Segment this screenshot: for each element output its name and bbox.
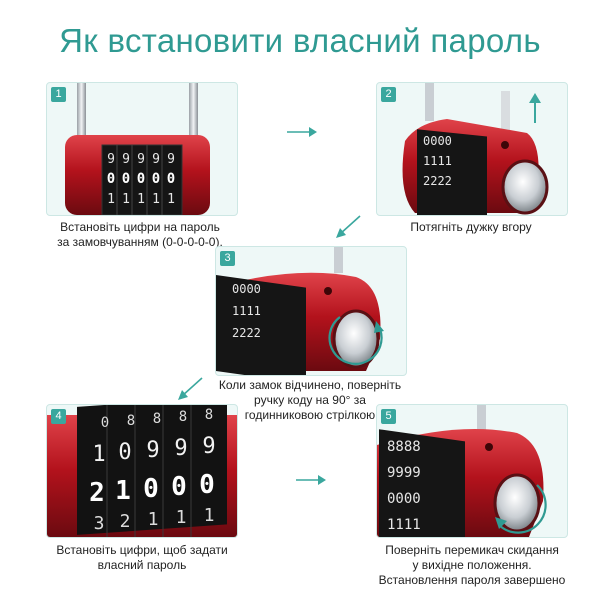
dial-row-middle: 0 0 0 0 0	[107, 171, 175, 187]
svg-text:2222: 2222	[232, 326, 261, 340]
svg-text:9: 9	[174, 436, 187, 461]
arrow-right-icon	[287, 127, 317, 137]
svg-text:9: 9	[167, 152, 175, 167]
svg-text:9999: 9999	[387, 465, 421, 481]
svg-text:2: 2	[120, 511, 131, 532]
svg-text:2: 2	[89, 478, 105, 508]
step-number-badge: 4	[51, 409, 66, 424]
svg-text:8: 8	[127, 413, 135, 429]
step-5-lock-illustration: 8888 9999 0000 1111	[377, 405, 547, 537]
svg-text:0: 0	[101, 415, 109, 431]
svg-text:0: 0	[152, 171, 160, 187]
step-3-panel: 3 0000 1111 2222	[215, 246, 407, 376]
svg-text:1: 1	[176, 507, 187, 528]
svg-text:0: 0	[199, 470, 215, 500]
svg-text:0: 0	[107, 171, 115, 187]
step-5-panel: 5 8888 9999 0000 1111	[376, 404, 568, 538]
svg-text:1111: 1111	[232, 304, 261, 318]
svg-text:0: 0	[137, 171, 145, 187]
step-2-panel: 2 0000 1111 2222	[376, 82, 568, 216]
svg-text:0000: 0000	[423, 134, 452, 148]
page-title: Як встановити власний пароль	[59, 22, 541, 59]
svg-text:9: 9	[137, 152, 145, 167]
svg-text:1: 1	[122, 192, 130, 207]
svg-text:2222: 2222	[423, 174, 452, 188]
svg-text:9: 9	[107, 152, 115, 167]
dial-row-middle: 2 1 0 0 0	[89, 470, 215, 508]
dial-row-top: 0 8 8 8 8	[101, 407, 213, 431]
svg-text:1: 1	[152, 192, 160, 207]
svg-text:0000: 0000	[387, 491, 421, 507]
svg-text:0: 0	[122, 171, 130, 187]
svg-text:0: 0	[143, 474, 159, 504]
dial-row-bottom: 1 1 1 1 1	[107, 192, 175, 207]
arrow-down-left-icon	[336, 215, 361, 238]
step-2-lock-illustration: 0000 1111 2222	[402, 83, 549, 215]
svg-text:1: 1	[107, 192, 115, 207]
svg-text:8: 8	[179, 409, 187, 425]
dial-row-upper: 1 0 9 9 9	[92, 434, 215, 467]
svg-text:1: 1	[204, 505, 215, 526]
dial-row-bottom: 3 2 1 1 1	[94, 505, 215, 534]
step-2-caption: Потягніть дужку вгору	[410, 220, 532, 234]
svg-text:0000: 0000	[232, 282, 261, 296]
svg-text:0: 0	[167, 171, 175, 187]
svg-text:8888: 8888	[387, 439, 421, 455]
step-number-badge: 3	[220, 251, 235, 266]
step-1-lock-illustration: 9 9 9 9 9 0 0 0 0 0 1 1 1 1 1	[65, 83, 210, 215]
step-1-caption: Встановіть цифри на пароль за замовчуван…	[57, 220, 223, 249]
arrow-right-icon	[296, 475, 326, 485]
step-1-panel: 1 9 9 9 9 9 0 0 0 0 0	[46, 82, 238, 216]
step-number-badge: 2	[381, 87, 396, 102]
arrow-down-left-icon	[178, 377, 203, 400]
step-number-badge: 1	[51, 87, 66, 102]
svg-text:0: 0	[118, 440, 131, 465]
step-4-lock-illustration: 0 8 8 8 8 1 0 9 9 9 2 1 0 0 0 3 2 1 1 1	[47, 405, 237, 537]
svg-text:1: 1	[137, 192, 145, 207]
svg-text:9: 9	[146, 438, 159, 463]
svg-text:1: 1	[92, 442, 105, 467]
svg-text:9: 9	[152, 152, 160, 167]
svg-text:3: 3	[94, 513, 105, 534]
dial-row-top: 9 9 9 9 9	[107, 152, 175, 167]
svg-text:1: 1	[148, 509, 159, 530]
svg-text:1111: 1111	[423, 154, 452, 168]
svg-text:8: 8	[205, 407, 213, 423]
svg-text:1: 1	[115, 476, 131, 506]
svg-text:0: 0	[171, 472, 187, 502]
svg-text:8: 8	[153, 411, 161, 427]
step-4-panel: 4 0 8 8 8 8 1 0 9 9 9 2 1 0	[46, 404, 238, 538]
svg-text:9: 9	[202, 434, 215, 459]
svg-text:9: 9	[122, 152, 130, 167]
step-5-caption: Поверніть перемикач скидання у вихідне п…	[378, 543, 566, 587]
step-3-caption: Коли замок відчинено, поверніть ручку ко…	[218, 378, 402, 422]
svg-text:1: 1	[167, 192, 175, 207]
step-3-lock-illustration: 0000 1111 2222	[216, 247, 384, 375]
step-4-caption: Встановіть цифри, щоб задати власний пар…	[56, 543, 228, 572]
svg-text:1111: 1111	[387, 517, 421, 533]
step-number-badge: 5	[381, 409, 396, 424]
